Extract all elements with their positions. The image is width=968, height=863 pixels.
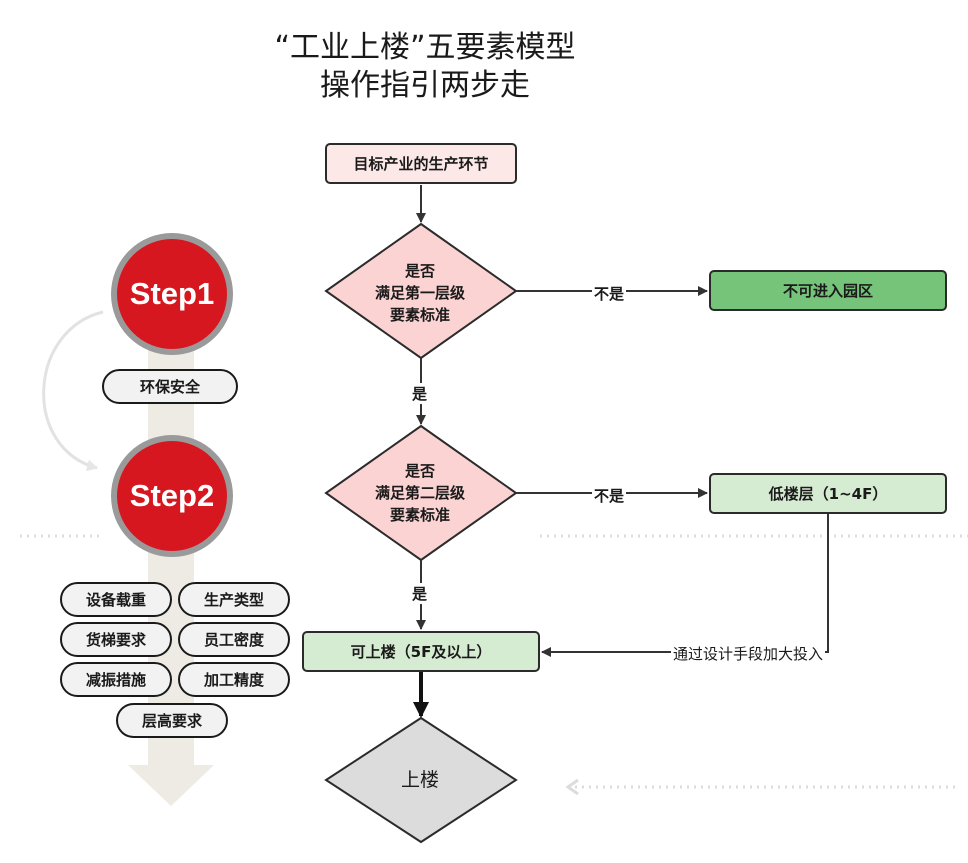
- can-go-up-box: 可上楼（5F及以上）: [302, 631, 540, 672]
- no-entry-box: 不可进入园区: [709, 270, 947, 311]
- step-1-label: Step1: [129, 276, 215, 311]
- decision-1-text: 是否 满足第一层级 要素标准: [345, 258, 495, 328]
- step-2-label: Step2: [129, 478, 215, 513]
- start-box: 目标产业的生产环节: [325, 143, 517, 184]
- low-floor-label: 低楼层（1~4F）: [768, 485, 888, 503]
- decision-1-label: 是否 满足第一层级 要素标准: [374, 262, 465, 324]
- step-2-circle: Step2: [111, 435, 233, 557]
- tag-pill: 减振措施: [60, 662, 172, 697]
- tag-pill: 货梯要求: [60, 622, 172, 657]
- title-line-2: 操作指引两步走: [320, 68, 530, 103]
- decision-2-label: 是否 满足第二层级 要素标准: [374, 462, 465, 524]
- tag-pill: 加工精度: [178, 662, 290, 697]
- tag-pill: 生产类型: [178, 582, 290, 617]
- end-text: 上楼: [370, 760, 470, 800]
- end-diamond: [324, 716, 518, 844]
- edge-label-yes-1: 是: [410, 383, 430, 404]
- no-entry-label: 不可进入园区: [782, 282, 873, 300]
- tag-pill: 员工密度: [178, 622, 290, 657]
- decision-2-text: 是否 满足第二层级 要素标准: [345, 458, 495, 528]
- dotted-arrow-head: [565, 778, 579, 796]
- tag-pill: 层高要求: [116, 703, 228, 738]
- end-label: 上楼: [400, 769, 439, 791]
- low-floor-box: 低楼层（1~4F）: [709, 473, 947, 514]
- edge-label-yes-2: 是: [410, 583, 430, 604]
- edge-low-to-up: [541, 514, 829, 657]
- curved-step-arrow: [42, 310, 104, 472]
- title-line-1: “工业上楼”五要素模型: [274, 30, 576, 65]
- start-box-label: 目标产业的生产环节: [353, 155, 489, 173]
- edge-label-upgrade-note: 通过设计手段加大投入: [671, 643, 826, 664]
- edge-label-no-1: 不是: [592, 283, 627, 304]
- tag-pill: 设备载重: [60, 582, 172, 617]
- can-go-up-label: 可上楼（5F及以上）: [350, 643, 492, 661]
- tag-pill: 环保安全: [102, 369, 238, 404]
- step-1-circle: Step1: [111, 233, 233, 355]
- edge-label-no-2: 不是: [592, 485, 627, 506]
